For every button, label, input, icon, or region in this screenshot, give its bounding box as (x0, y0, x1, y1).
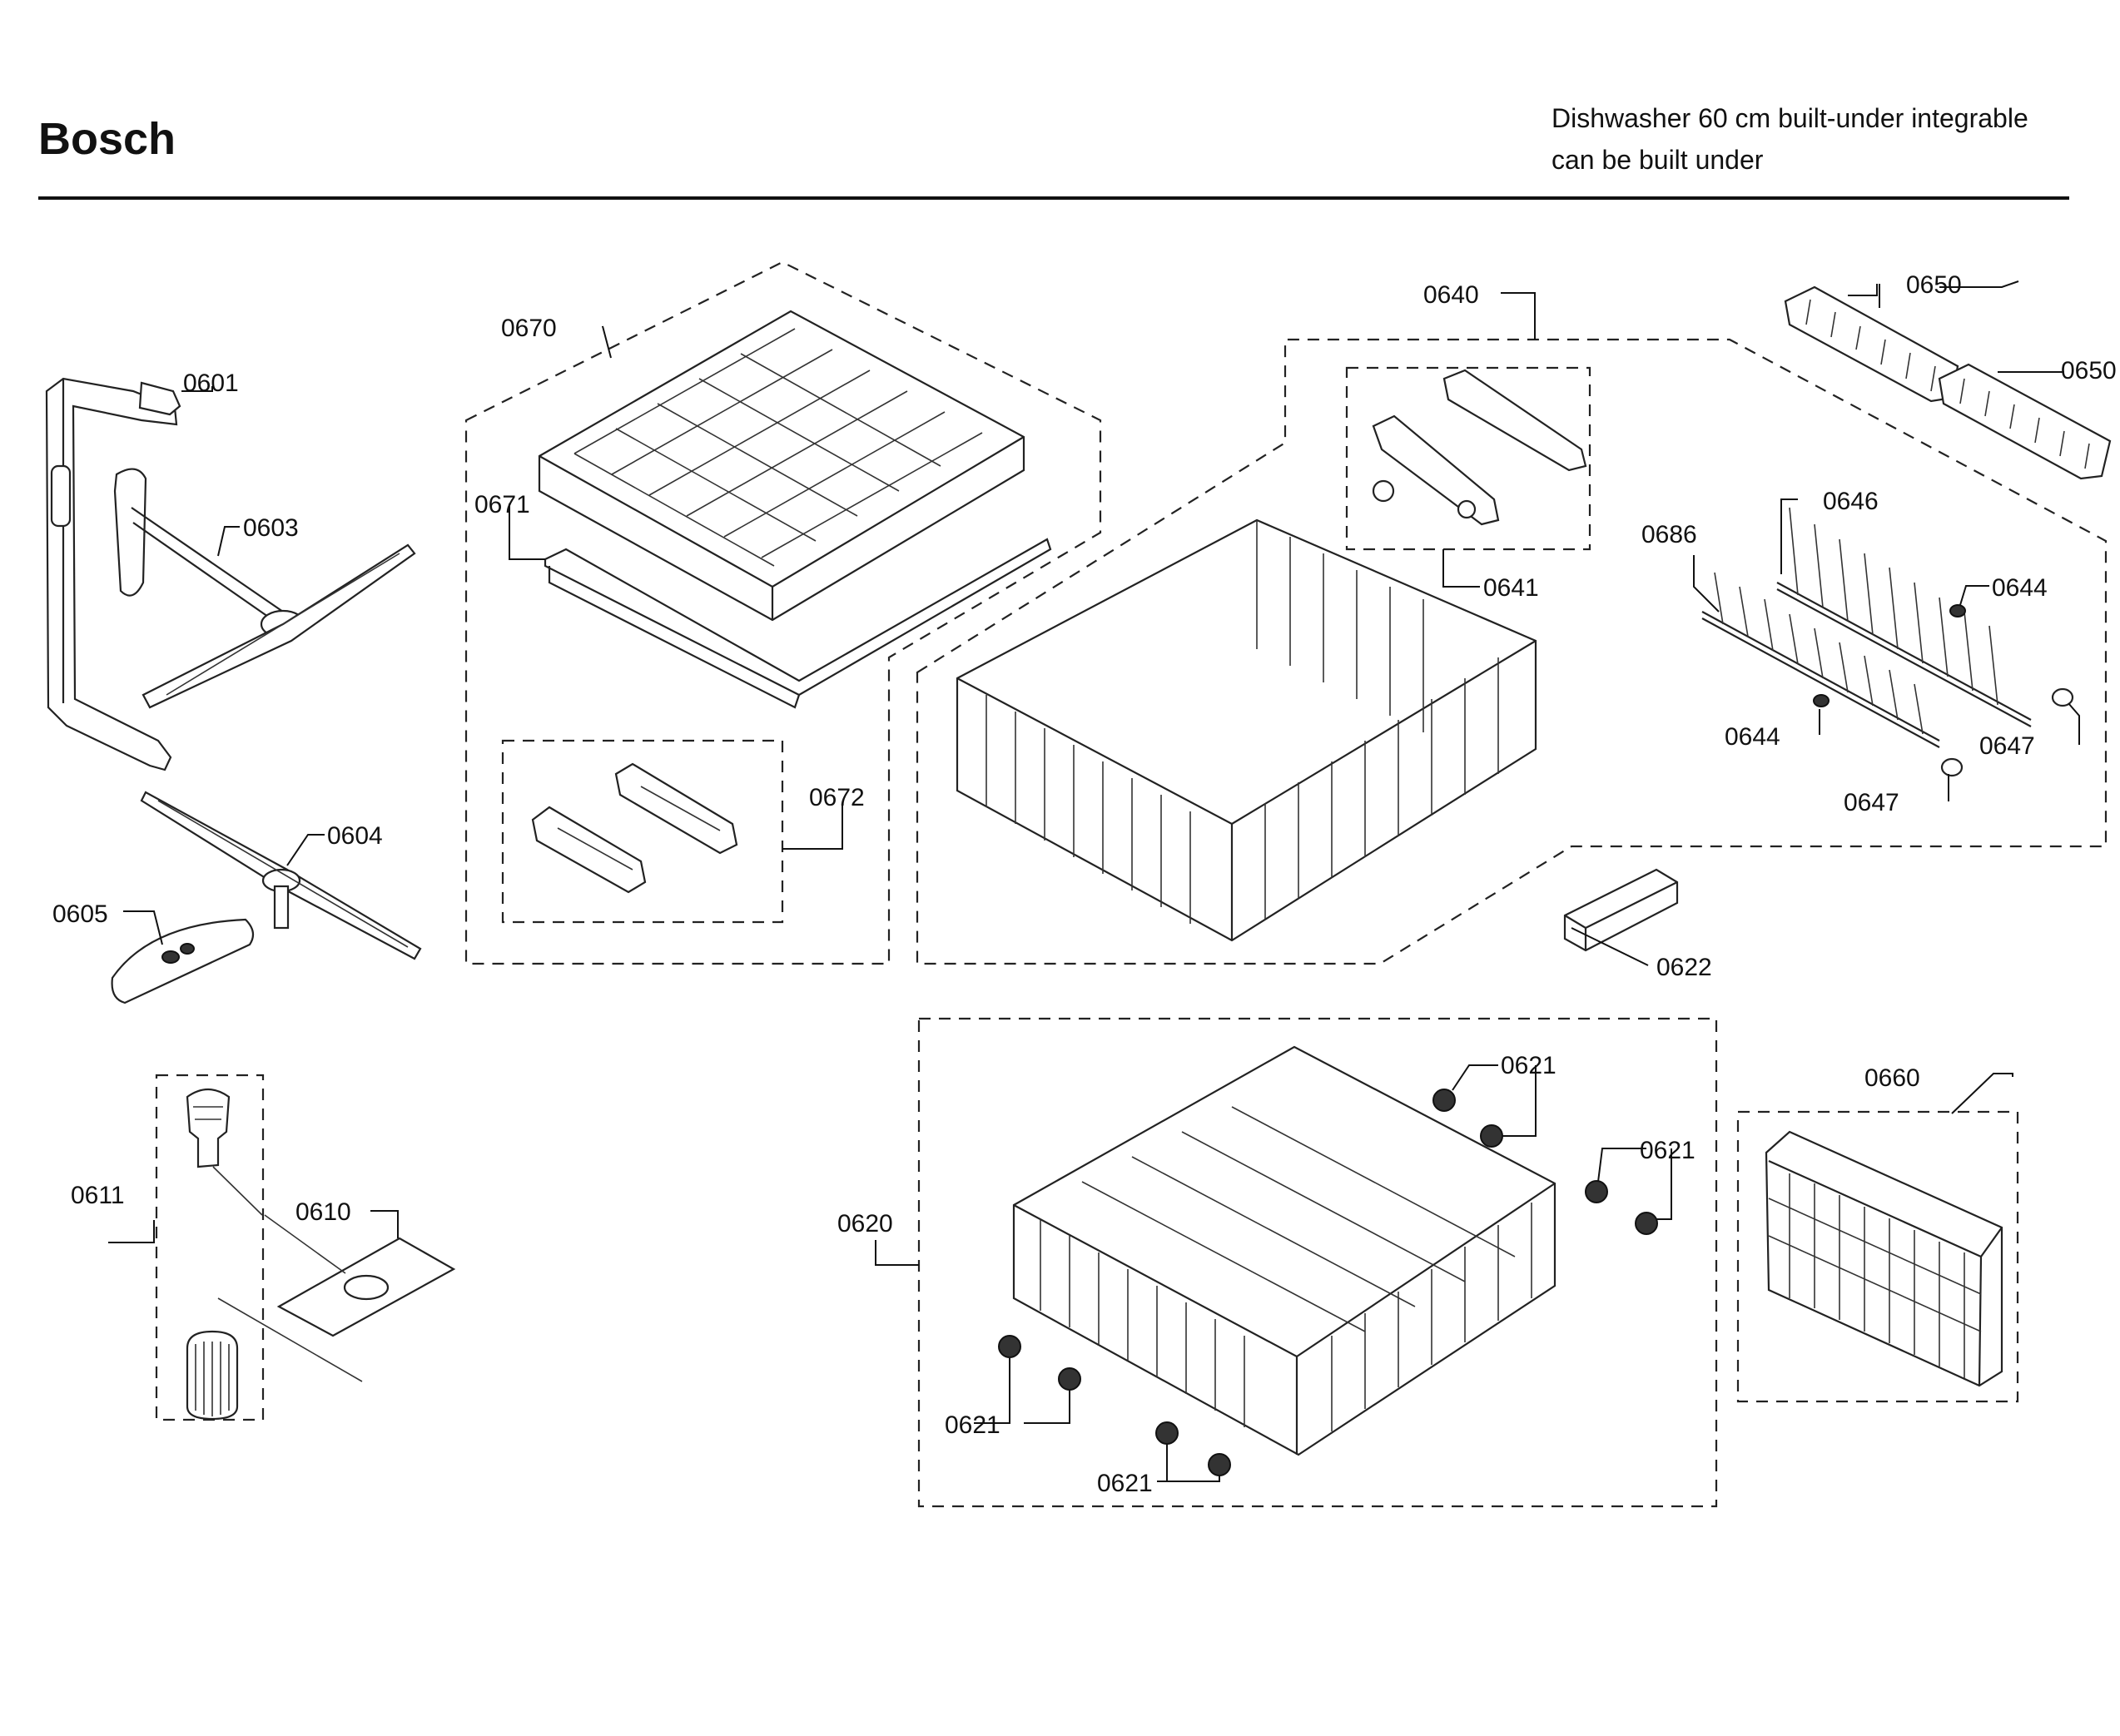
callout-0621-c: 0621 (945, 1411, 1000, 1439)
callout-0621-b: 0621 (1640, 1137, 1696, 1164)
model-installation-note: can be built under (1552, 145, 1764, 175)
upper-rack-group-outline (916, 338, 2108, 965)
callout-0686: 0686 (1641, 521, 1697, 548)
clips-0644-0647 (1813, 604, 2074, 777)
top-rack-rails-outline (501, 739, 784, 924)
callout-0640: 0640 (1423, 281, 1479, 309)
callout-0605: 0605 (52, 900, 108, 928)
lower-rack-0620 (1012, 1045, 1556, 1456)
lower-rack-outline (917, 1017, 1718, 1508)
callout-0622: 0622 (1656, 954, 1712, 981)
callout-0621-a: 0621 (1501, 1052, 1556, 1079)
upper-rack-0640 (956, 518, 1537, 942)
cutlery-basket-0660 (1765, 1130, 2003, 1387)
spike-rows-0646-0686 (1701, 507, 2032, 748)
rack-adjuster-outline (1345, 366, 1591, 551)
top-rack-group-outline (464, 260, 1102, 965)
callout-0650-a: 0650 (1906, 271, 1962, 299)
callout-0610: 0610 (295, 1198, 351, 1226)
supply-pipe-0601 (45, 377, 181, 771)
rack-wheels-0621 (998, 1089, 1658, 1476)
leader-lines (108, 280, 2080, 1482)
callout-0660: 0660 (1864, 1064, 1920, 1092)
callout-0644-b: 0644 (1725, 723, 1780, 751)
callout-0647-a: 0647 (1979, 732, 2035, 760)
tray-rails-0672 (531, 762, 738, 894)
folding-spikes-0650-upper (1784, 285, 1959, 403)
tray-frame-0671 (544, 538, 1052, 709)
fine-filter-0605 (111, 918, 255, 1004)
callout-0647-b: 0647 (1844, 789, 1899, 816)
cutlery-basket-outline (1736, 1110, 2019, 1403)
callout-0641: 0641 (1483, 574, 1539, 602)
filter-system-0610-0611 (186, 1088, 456, 1421)
callout-0672: 0672 (809, 784, 865, 811)
lower-spray-arm-0604 (140, 791, 422, 960)
rack-handle-0622 (1563, 868, 1679, 952)
header-rule (38, 196, 2069, 200)
upper-spray-arm-0603 (113, 468, 416, 709)
callout-0644-a: 0644 (1992, 574, 2048, 602)
callout-0621-d: 0621 (1097, 1470, 1153, 1497)
top-cutlery-tray-0670 (538, 310, 1025, 622)
callout-0620: 0620 (837, 1210, 893, 1238)
rack-adjusters-0641 (1372, 369, 1587, 526)
callout-0601: 0601 (183, 370, 239, 397)
callout-0603: 0603 (243, 514, 299, 542)
folding-spikes-0650-lower (1938, 363, 2112, 480)
callout-0611: 0611 (71, 1182, 125, 1209)
callout-0646: 0646 (1823, 488, 1879, 515)
callout-0670: 0670 (501, 315, 557, 342)
callout-0650-b: 0650 (2061, 357, 2117, 384)
brand-title: Bosch (38, 114, 176, 164)
model-description: Dishwasher 60 cm built-under integrable (1552, 103, 2028, 133)
callout-0671: 0671 (474, 491, 530, 518)
callout-0604: 0604 (327, 822, 383, 850)
